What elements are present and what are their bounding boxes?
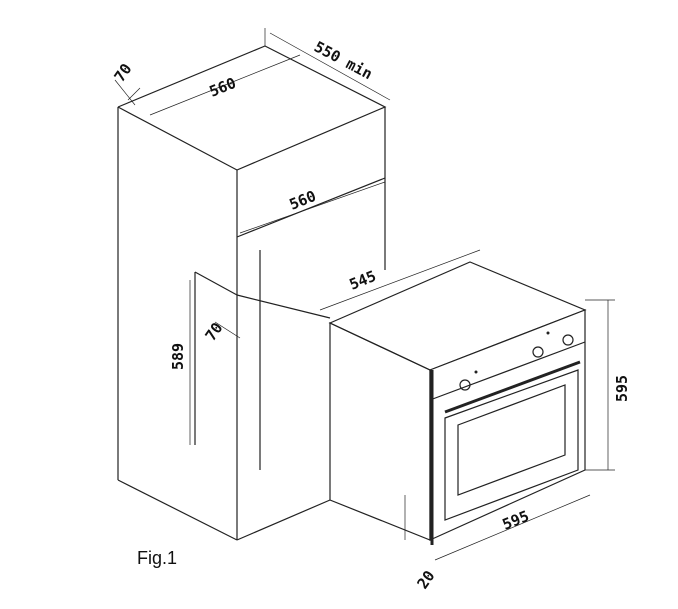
- dim-oven-width: 595: [500, 507, 532, 534]
- dimension-lines: [114, 28, 615, 561]
- dim-opening-gap: 70: [202, 319, 227, 344]
- dim-opening-height: 589: [169, 343, 187, 370]
- figure-caption: Fig.1: [137, 548, 178, 568]
- dim-cabinet-depth: 550 min: [311, 38, 375, 84]
- cabinet: [117, 45, 387, 541]
- dim-cabinet-width: 560: [207, 74, 239, 101]
- dim-cabinet-top-gap: 70: [111, 60, 136, 85]
- dim-oven-height: 595: [613, 375, 631, 402]
- dim-front-panel: 20: [414, 567, 439, 592]
- dim-opening-width: 560: [287, 187, 319, 214]
- oven: [328, 261, 587, 545]
